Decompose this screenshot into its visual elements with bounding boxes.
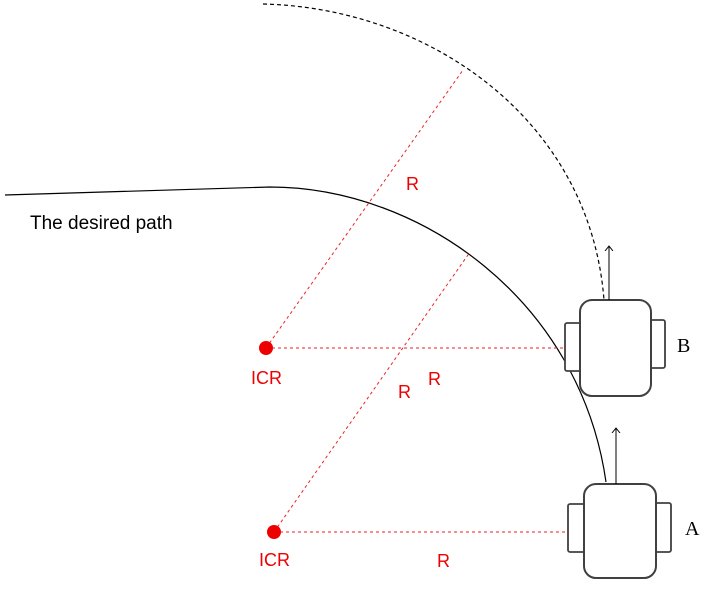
radius-label-lower-horizontal: R [437,551,450,571]
robot-b-body [579,299,652,397]
desired-path-curve [4,186,607,483]
icr-point-lower [267,525,281,539]
radius-label-upper-diagonal: R [406,174,419,194]
robot-b [564,299,666,397]
icr-label-lower: ICR [259,550,290,570]
future-path-arc [262,3,605,301]
radius-line-lower-diagonal [273,251,471,533]
icr-point-upper [259,341,273,355]
robot-a-label: A [685,518,700,540]
robot-b-label: B [677,335,690,357]
radius-label-lower-diagonal: R [398,382,411,402]
icr-label-upper: ICR [251,368,282,388]
radius-label-upper-horizontal: R [428,369,441,389]
robot-a-body [583,483,657,579]
robot-a [567,483,672,579]
desired-path-label: The desired path [30,213,173,234]
radius-line-upper-diagonal [265,69,464,349]
